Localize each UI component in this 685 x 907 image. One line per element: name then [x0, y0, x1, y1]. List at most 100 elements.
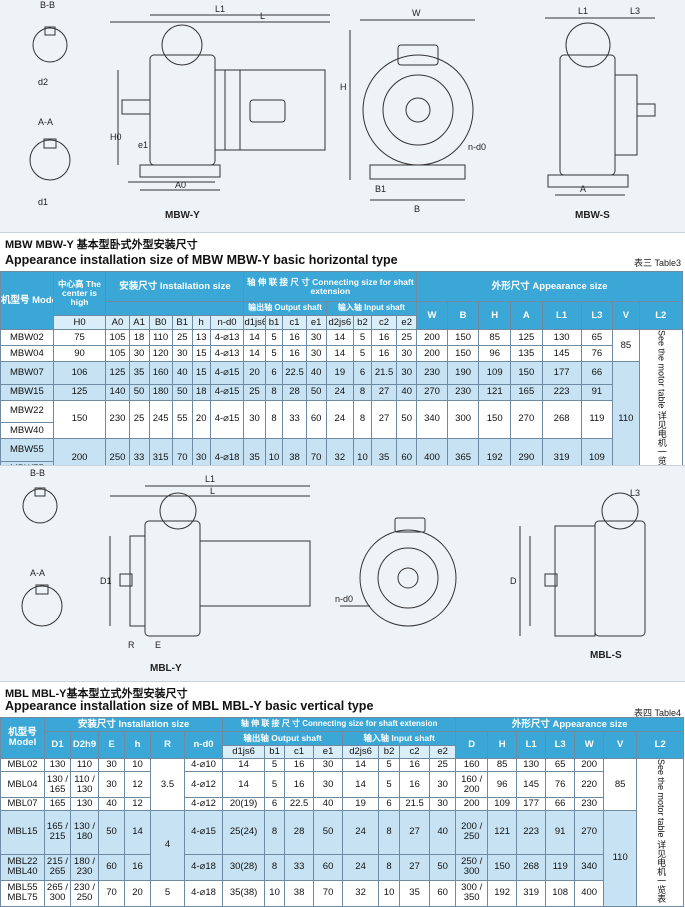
cell: 30: [128, 345, 150, 362]
cell: 223: [541, 383, 582, 401]
cell: 8: [264, 810, 286, 855]
cell: 200: [416, 345, 448, 362]
cell: 14: [243, 345, 266, 362]
col-connecting-size: 轴 伸 联 接 尺 寸 Connecting size for shaft ex…: [243, 271, 418, 302]
table-row: MBW40: [0, 422, 683, 439]
cell: 55: [171, 399, 193, 439]
cell: 6: [264, 797, 286, 811]
cell: 91: [545, 810, 576, 855]
cell: 270: [574, 810, 605, 855]
t4-col-e1: e1: [313, 745, 344, 759]
label-d2: d2: [38, 77, 48, 87]
section1-table-number: 表三 Table3: [633, 258, 681, 268]
cell: 22.5: [284, 797, 315, 811]
cell: 8: [353, 399, 372, 439]
col-h: h: [191, 315, 211, 330]
cell: 33: [282, 399, 307, 439]
cell: MBW04: [0, 345, 54, 362]
label2-E: E: [155, 640, 161, 650]
label2-D1: D1: [100, 576, 112, 586]
cell: 108: [545, 879, 576, 907]
col-e2: e2: [396, 315, 418, 330]
cell: 230 / 250: [70, 879, 99, 907]
cell: 5: [150, 879, 185, 907]
drawing-mbw: B-B A-A d2 d1 L1 L A0 H0 e1 MBW-Y W H B …: [0, 0, 685, 233]
model-mbl40: MBL40: [7, 866, 38, 877]
cell: 21.5: [399, 797, 431, 811]
cell: 125: [510, 329, 543, 346]
cell: 150: [446, 345, 480, 362]
col-e1: e1: [305, 315, 327, 330]
cell: 10: [264, 879, 286, 907]
cell: 4-⌀18: [183, 879, 224, 907]
cell: 16: [370, 345, 398, 362]
label-e1: e1: [138, 140, 148, 150]
t4-col-L2: L2: [636, 731, 685, 759]
cell: 160 / 200: [455, 771, 489, 798]
cell: 66: [545, 797, 576, 811]
cell: 106: [52, 361, 107, 385]
cell: 40: [396, 383, 418, 401]
cell: 165: [44, 797, 71, 811]
cell: 70: [98, 879, 125, 907]
col-A: A: [510, 301, 543, 330]
cell: 8: [264, 399, 284, 439]
t4-col-L3: L3: [545, 731, 576, 759]
t4-col-c2: c2: [399, 745, 431, 759]
cell: 16: [399, 758, 431, 772]
cell: 32: [342, 879, 380, 907]
cell: 16: [282, 345, 307, 362]
l2-note-text: See the motor table 详见电机一览表: [656, 330, 667, 475]
cell: 35(38): [222, 879, 266, 907]
col-V: V: [612, 301, 640, 330]
cell: 25: [429, 758, 457, 772]
col-center-height: 中心高 The center is high: [52, 271, 107, 316]
label2-aa: A-A: [30, 568, 45, 578]
cell: 27: [370, 383, 398, 401]
cell: 96: [478, 345, 511, 362]
label-B1: B1: [375, 184, 386, 194]
cell: MBW02: [0, 329, 54, 346]
cell: 319: [516, 879, 547, 907]
caption-mbw-y: MBW-Y: [165, 210, 200, 221]
cell: 10: [124, 758, 151, 772]
cell: 121: [487, 810, 518, 855]
cell: 109: [478, 361, 511, 385]
cell: 20: [243, 361, 266, 385]
col-L3: L3: [580, 301, 614, 330]
label2-bb: B-B: [30, 468, 45, 478]
caption-mbl-s: MBL-S: [590, 650, 622, 661]
t4-col-d1: d1js6: [222, 745, 266, 759]
install-spacer: [105, 301, 245, 316]
col-A0: A0: [105, 315, 130, 330]
t4-l2-note: See the motor table 详见电机一览表: [636, 758, 685, 907]
cell: 4-⌀13: [209, 345, 245, 362]
cell: 190: [446, 361, 480, 385]
label-L3: L3: [630, 6, 640, 16]
cell: 30: [305, 329, 327, 346]
cell: 230: [574, 797, 605, 811]
cell: MBW55: [0, 438, 54, 462]
caption-mbw-s: MBW-S: [575, 210, 610, 221]
label-L1-s: L1: [578, 6, 588, 16]
cell: 28: [284, 810, 315, 855]
cell: 33: [284, 853, 315, 881]
cell: MBL02: [0, 758, 45, 772]
t4-col-E: E: [98, 731, 125, 759]
col-model: 机型号 Model: [0, 271, 54, 330]
cell: 30: [305, 345, 327, 362]
label-aa: A-A: [38, 117, 53, 127]
cell: 75: [52, 329, 107, 346]
t4-col-e2: e2: [429, 745, 457, 759]
t4-col-d2: d2js6: [342, 745, 380, 759]
label-L1: L1: [215, 4, 225, 14]
cell: 245: [148, 399, 173, 439]
label2-R: R: [128, 640, 135, 650]
cell: 14: [222, 758, 266, 772]
cell: 30(28): [222, 853, 266, 881]
